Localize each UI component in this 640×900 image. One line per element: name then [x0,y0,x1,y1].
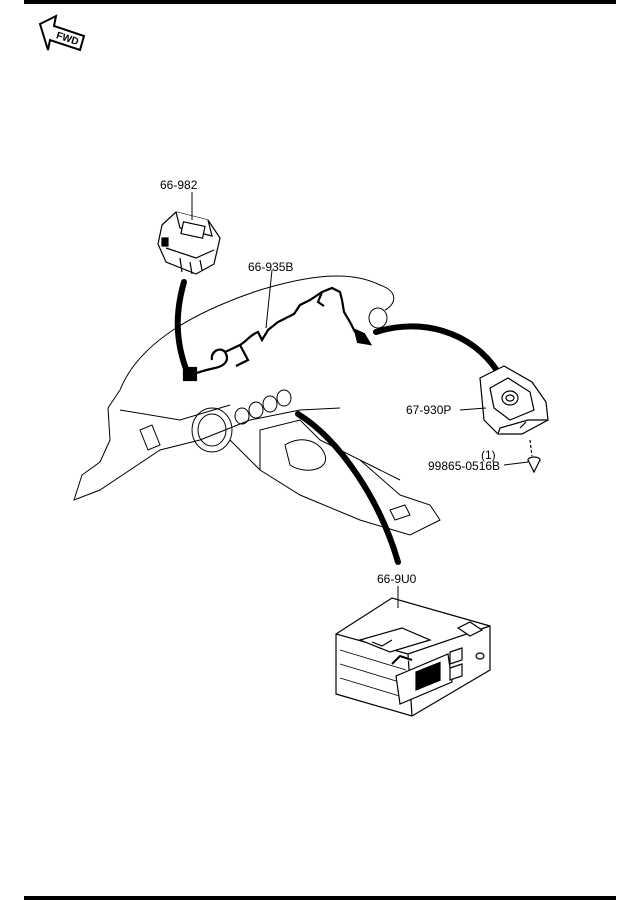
bracket-part [479,365,549,435]
top-border [24,0,616,4]
dashboard-outline [73,275,441,536]
screw-part [527,439,541,474]
bracket-part-number: 67-930P [406,403,452,417]
label-leaders [191,192,529,608]
switch-part-number: 66-982 [160,178,198,192]
usb-aux-unit-part-number: 66-9U0 [377,572,417,586]
switch-part [157,211,221,275]
part-connectors [174,279,501,565]
usb-aux-unit-part [335,597,491,717]
screw-part-number: 99865-0516B [428,459,501,473]
harness-part [182,286,373,382]
harness-part-number: 66-935B [248,260,294,274]
screw-quantity: (1) [481,448,496,462]
bottom-border [24,896,616,900]
fwd-arrow-icon: FWD [38,14,86,52]
